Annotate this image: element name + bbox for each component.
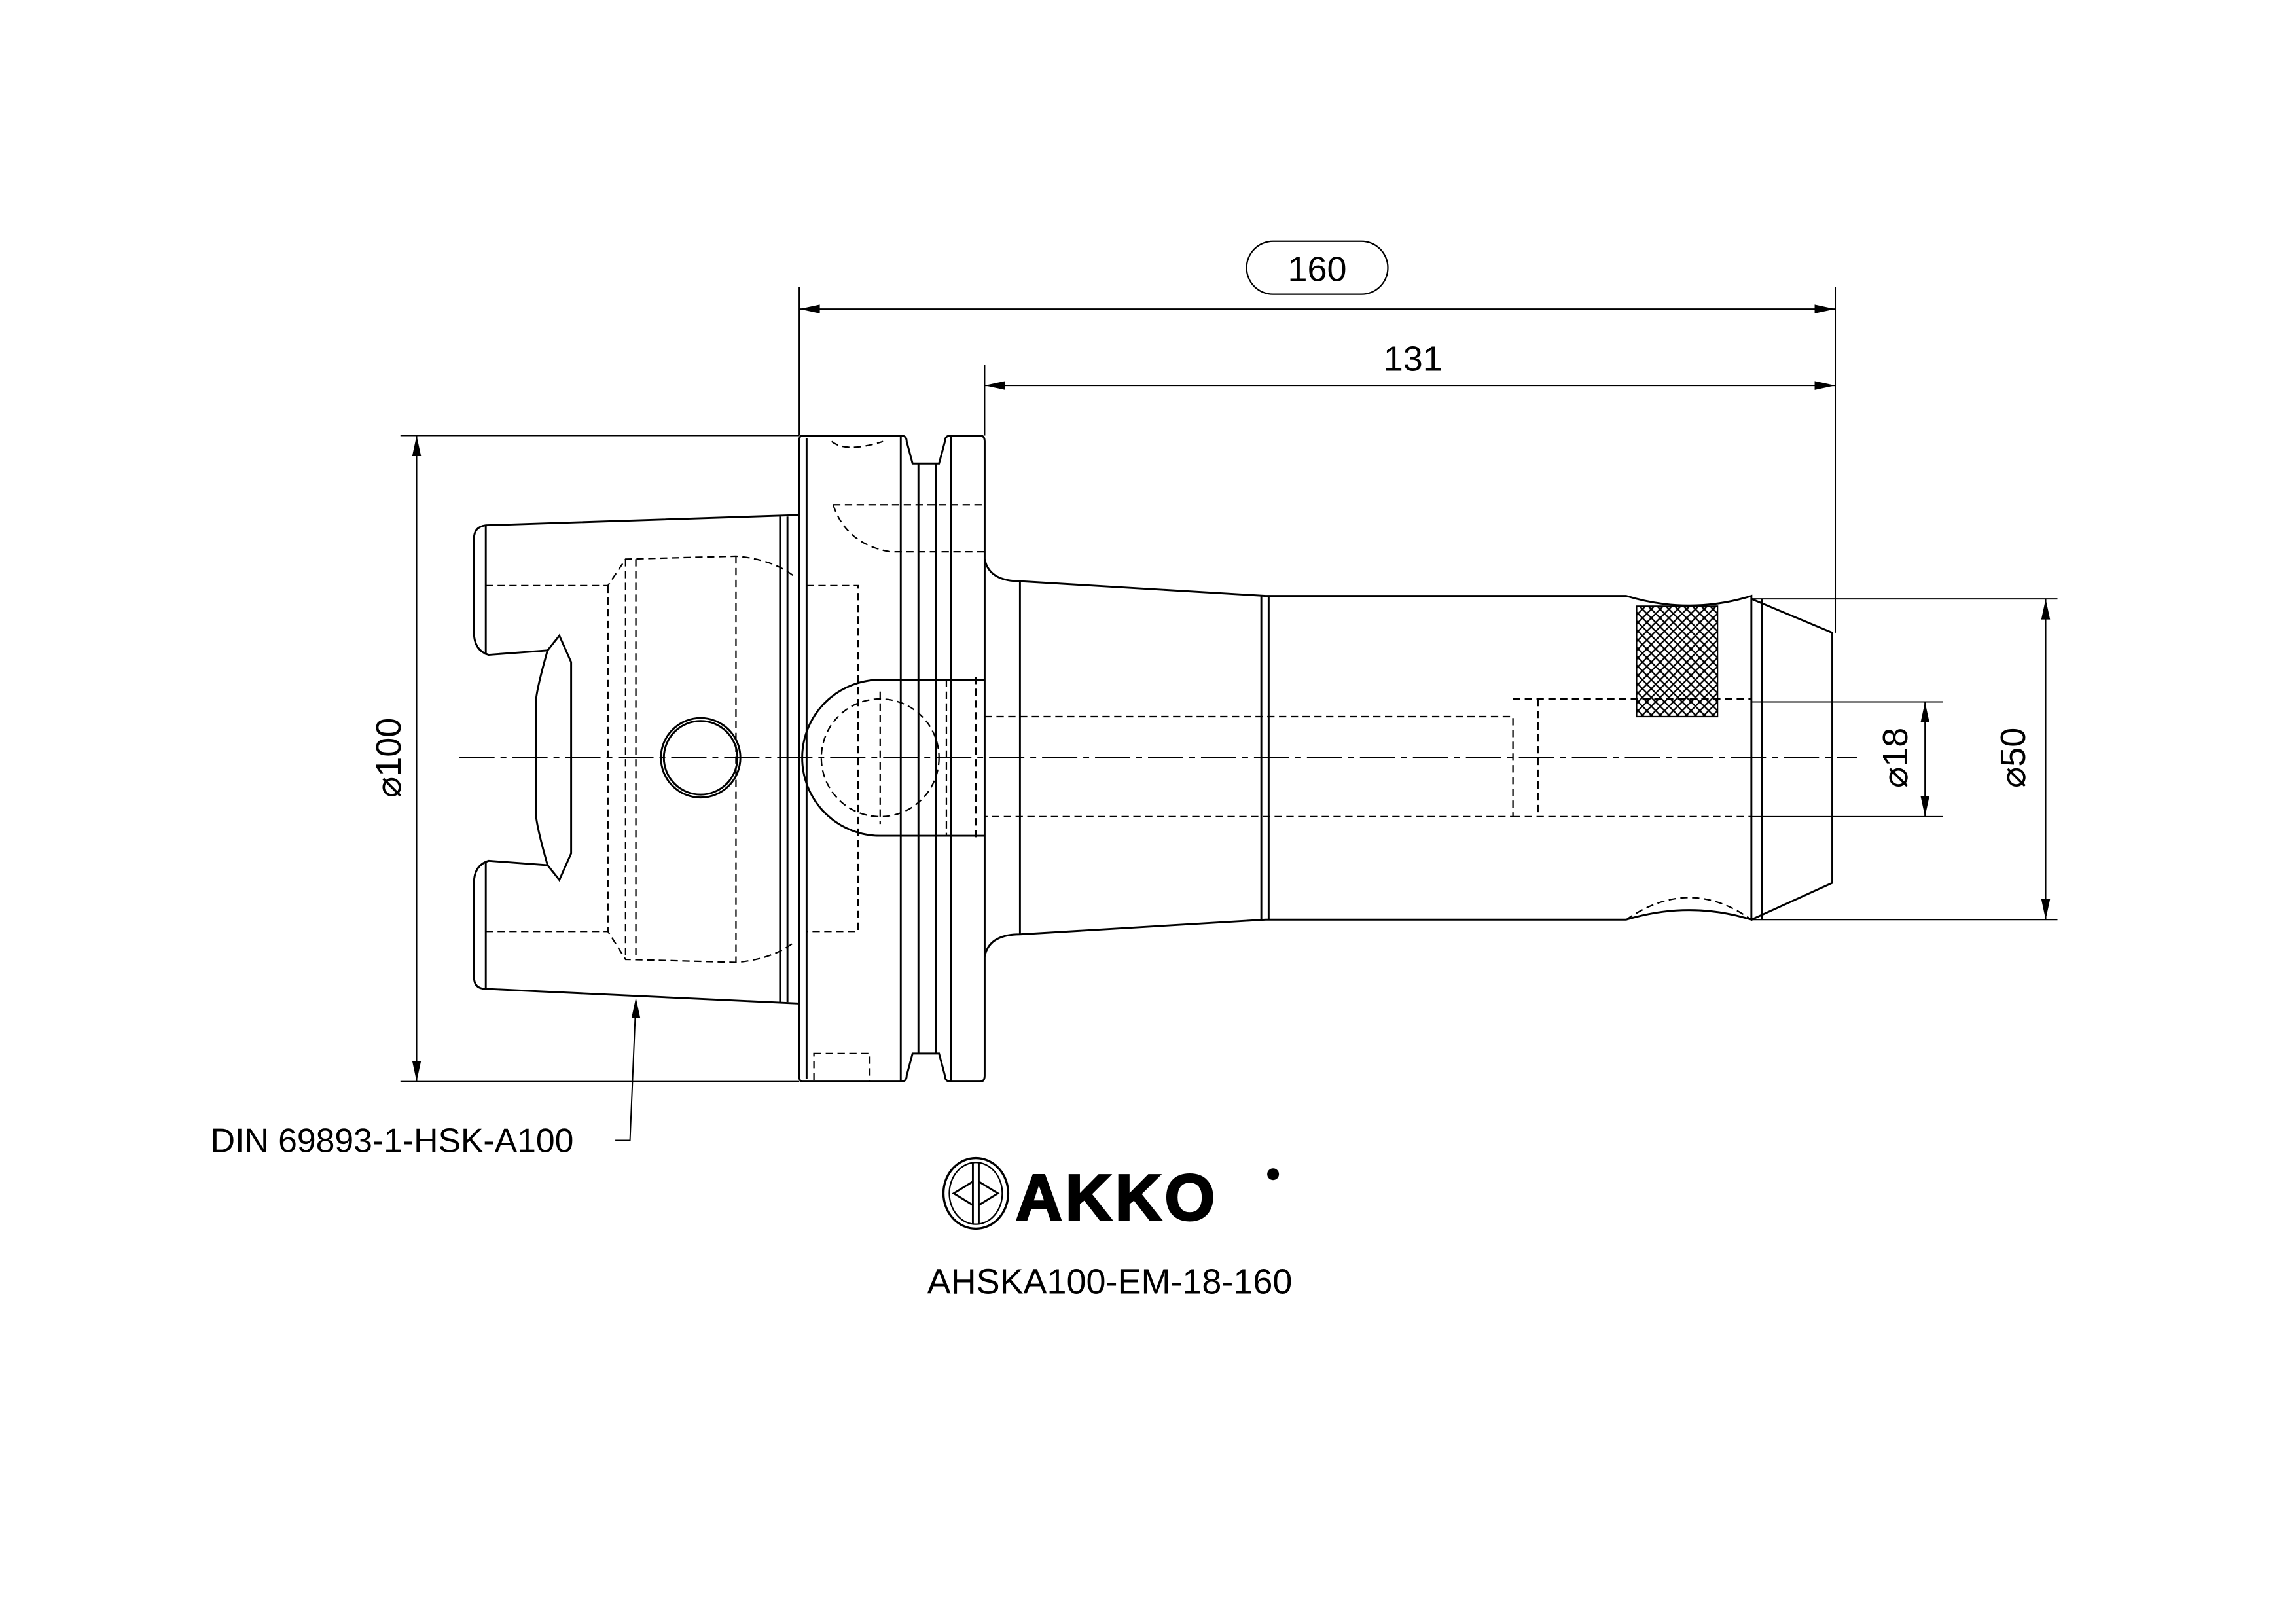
coolant-hole [660, 717, 742, 799]
dimension-160-label: 160 [1288, 249, 1347, 289]
shank-standard-label: DIN 69893-1-HSK-A100 [211, 1122, 574, 1160]
dimension-bore-diameter: ⌀18 [1751, 701, 1943, 817]
dimension-flange-diameter: ⌀100 [369, 435, 800, 1082]
shank-standard-callout: DIN 69893-1-HSK-A100 [211, 997, 641, 1160]
model-code: AHSKA100-EM-18-160 [927, 1262, 1293, 1301]
dimension-gauge-length: 131 [984, 340, 1836, 436]
drive-slot [801, 679, 985, 837]
nose-chamfer [1751, 597, 1833, 921]
tool-body [983, 559, 1833, 957]
brand-name: AKKO [1016, 1161, 1218, 1234]
diameter-18-label: ⌀18 [1876, 728, 1915, 789]
akko-logo: AKKO [942, 1156, 1280, 1234]
dimension-nose-diameter: ⌀50 [1751, 598, 2058, 921]
dimension-131-label: 131 [1384, 340, 1443, 379]
diameter-50-label: ⌀50 [1994, 728, 2033, 789]
diameter-100-label: ⌀100 [369, 718, 408, 798]
dimension-overall-length: 160 [798, 240, 1837, 633]
clamping-screw [1636, 605, 1719, 718]
hsk-taper-shank [473, 514, 800, 1005]
flange [798, 435, 986, 1083]
